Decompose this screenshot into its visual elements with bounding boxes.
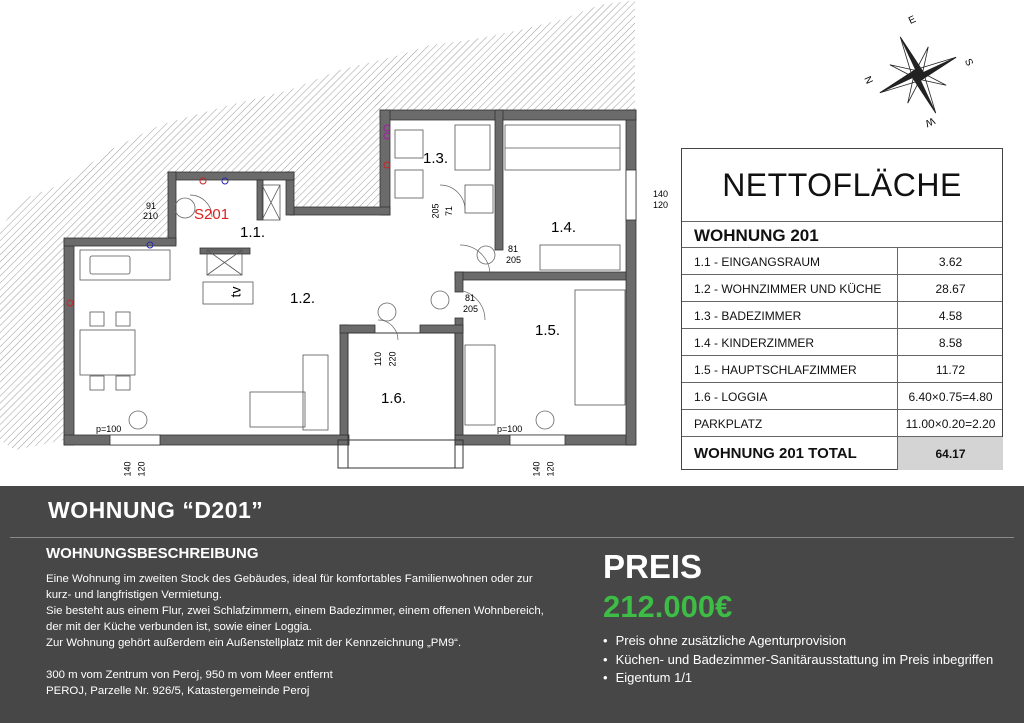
net-area-heading: WOHNUNG 201 xyxy=(694,226,819,245)
net-area-row: 1.5 - HAUPTSCHLAFZIMMER 11.72 xyxy=(682,355,1002,383)
description: Eine Wohnung im zweiten Stock des Gebäud… xyxy=(46,571,586,699)
row-label: 1.5 - HAUPTSCHLAFZIMMER xyxy=(694,363,857,377)
row-value: 11.72 xyxy=(897,356,1003,383)
price-value: 212.000€ xyxy=(603,589,733,624)
net-area-heading-row: WOHNUNG 201 xyxy=(682,221,1002,248)
net-area-row: 1.3 - BADEZIMMER 4.58 xyxy=(682,301,1002,329)
row-value: 28.67 xyxy=(897,275,1003,302)
description-line xyxy=(46,651,586,667)
floor-plan xyxy=(0,0,637,469)
row-value: 8.58 xyxy=(897,329,1003,356)
description-line: PEROJ, Parzelle Nr. 926/5, Katastergemei… xyxy=(46,685,310,697)
net-area-title: NETTOFLÄCHE xyxy=(722,166,962,203)
net-area-total-row: WOHNUNG 201 TOTAL 64.17 xyxy=(682,436,1003,470)
row-label: 1.2 - WOHNZIMMER UND KÜCHE xyxy=(694,282,882,296)
row-value: 6.40×0.75=4.80 xyxy=(897,383,1003,410)
net-area-table: NETTOFLÄCHE WOHNUNG 201 1.1 - EINGANGSRA… xyxy=(681,148,1003,470)
price-bullets: Preis ohne zusätzliche Agenturprovision … xyxy=(603,632,994,688)
apartment-title: WOHNUNG “D201” xyxy=(48,497,264,523)
row-value: 3.62 xyxy=(897,248,1003,275)
row-value: 4.58 xyxy=(897,302,1003,329)
description-line: Sie besteht aus einem Flur, zwei Schlafz… xyxy=(46,605,544,617)
terrain-hatch xyxy=(0,0,635,450)
description-line: Eine Wohnung im zweiten Stock des Gebäud… xyxy=(46,573,533,585)
description-line: Zur Wohnung gehört außerdem ein Außenste… xyxy=(46,637,462,649)
total-label: WOHNUNG 201 TOTAL xyxy=(694,445,857,462)
compass-rose-icon xyxy=(879,36,957,114)
description-title: WOHNUNGSBESCHREIBUNG xyxy=(46,545,259,562)
net-area-row: 1.4 - KINDERZIMMER 8.58 xyxy=(682,328,1002,356)
net-area-row: 1.6 - LOGGIA 6.40×0.75=4.80 xyxy=(682,382,1002,410)
description-line: der mit der Küche verbunden ist, sowie e… xyxy=(46,621,312,633)
row-label: 1.4 - KINDERZIMMER xyxy=(694,336,815,350)
net-area-row: 1.1 - EINGANGSRAUM 3.62 xyxy=(682,247,1002,275)
net-area-row: 1.2 - WOHNZIMMER UND KÜCHE 28.67 xyxy=(682,274,1002,302)
row-label: 1.3 - BADEZIMMER xyxy=(694,309,802,323)
total-value: 64.17 xyxy=(897,437,1003,470)
row-label: 1.6 - LOGGIA xyxy=(694,390,768,404)
description-line: 300 m vom Zentrum von Peroj, 950 m vom M… xyxy=(46,669,333,681)
description-line: kurz- und langfristigen Vermietung. xyxy=(46,589,223,601)
row-label: 1.1 - EINGANGSRAUM xyxy=(694,255,821,269)
row-label: PARKPLATZ xyxy=(694,417,763,431)
net-area-row: PARKPLATZ 11.00×0.20=2.20 xyxy=(682,409,1002,437)
price-label: PREIS xyxy=(603,548,703,585)
bullet-item: Küchen- und Badezimmer-Sanitärausstattun… xyxy=(603,651,994,670)
bullet-item: Eigentum 1/1 xyxy=(603,669,993,688)
row-value: 11.00×0.20=2.20 xyxy=(897,410,1003,437)
divider xyxy=(10,537,1014,538)
bullet-item: Preis ohne zusätzliche Agenturprovision xyxy=(603,632,993,651)
